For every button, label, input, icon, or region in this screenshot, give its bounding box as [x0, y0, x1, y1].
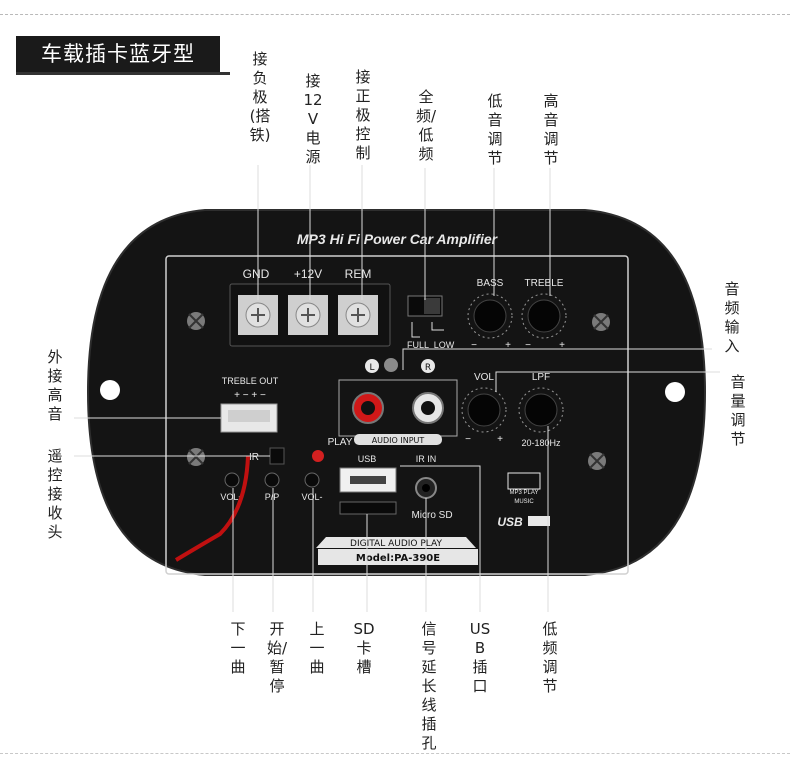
bass-label: BASS	[477, 278, 504, 289]
vol-minus: −	[465, 434, 471, 445]
vol-plus-button-label: VOL+	[220, 492, 243, 502]
label-volume: 音量调节	[730, 373, 746, 448]
label-bass: 低音调节	[487, 92, 503, 167]
music-label: MUSIC	[514, 499, 534, 505]
terminal-screw-icon	[295, 302, 321, 328]
inner-frame	[165, 255, 629, 575]
usb-port-label: USB	[358, 454, 377, 464]
label-usb: USB插口	[469, 620, 491, 695]
usb-logo: USB	[497, 515, 523, 529]
callout-lines	[74, 165, 720, 612]
top-dashed-rule	[0, 14, 790, 15]
treble-label: TREBLE	[525, 278, 564, 289]
volume-knob	[467, 393, 501, 427]
terminal-gnd-label: GND	[243, 267, 270, 281]
label-treble-out: 外接高音	[47, 348, 63, 423]
right-channel-label: R	[425, 363, 431, 373]
brand-text: MP3 Hi Fi Power Car Amplifier	[297, 231, 499, 247]
label-next: 下一曲	[230, 620, 246, 676]
label-gnd: 接负极(搭铁)	[249, 50, 271, 144]
vol-minus-button-label: VOL-	[301, 492, 322, 502]
bottom-dashed-rule	[0, 753, 790, 754]
page-title: 车载插卡蓝牙型	[16, 36, 220, 72]
left-channel-label: L	[369, 363, 374, 373]
lpf-knob	[524, 393, 558, 427]
lpf-range-label: 20-180Hz	[521, 438, 561, 448]
bass-minus: −	[471, 340, 477, 351]
terminal-screw-icon	[245, 302, 271, 328]
red-wire	[174, 455, 250, 562]
switch-low-label: LOW	[434, 340, 455, 350]
terminal-rem-label: REM	[345, 267, 372, 281]
screw-icon	[187, 448, 205, 466]
bass-knob	[473, 299, 507, 333]
bass-plus: +	[505, 340, 511, 351]
label-rem: 接正极控制	[355, 68, 371, 162]
mount-hole-icon	[100, 380, 120, 400]
sd-card-slot	[339, 501, 397, 515]
switch-full-label: FULL	[407, 340, 429, 350]
screw-icon	[588, 452, 606, 470]
screw-icon	[187, 312, 205, 330]
prev-track-button	[304, 472, 320, 488]
ir-in-label: IR IN	[416, 454, 437, 464]
screw-icon	[592, 313, 610, 331]
mp3-play-logo: MP3 PLAY	[510, 490, 539, 496]
treble-knob	[527, 299, 561, 333]
lpf-label: LPF	[532, 372, 550, 383]
label-lpf: 低频调节	[542, 620, 558, 695]
label-12v: 接12V电源	[303, 72, 323, 166]
label-ir-ext: 信号延长线插孔	[421, 620, 437, 752]
pp-button-label: P/P	[265, 492, 280, 502]
terminal-screw-icon	[345, 302, 371, 328]
title-underline	[16, 72, 230, 75]
amplifier-plate	[86, 209, 707, 576]
label-play-pause: 开始/暂停	[266, 620, 288, 695]
play-led-icon	[312, 450, 324, 462]
next-track-button	[224, 472, 240, 488]
digital-audio-play-label: DIGITAL AUDIO PLAY	[350, 539, 442, 549]
terminal-12v-label: +12V	[294, 267, 322, 281]
label-sd: SD卡槽	[353, 620, 375, 676]
label-audio-input: 音频输入	[724, 280, 740, 355]
play-label: PLAY	[328, 437, 353, 448]
play-pause-button	[264, 472, 280, 488]
model-plate	[318, 549, 478, 565]
treble-plus: +	[559, 340, 565, 351]
ir-label: IR	[249, 452, 259, 463]
mount-hole-icon	[665, 382, 685, 402]
screw-icon	[384, 358, 398, 372]
treble-out-label: TREBLE OUT	[222, 376, 279, 386]
label-full-low: 全频/低频	[415, 88, 437, 163]
micro-sd-label: Micro SD	[411, 510, 452, 521]
treble-minus: −	[525, 340, 531, 351]
vol-plus: +	[497, 434, 503, 445]
label-treble: 高音调节	[543, 92, 559, 167]
ir-receiver	[269, 447, 285, 465]
label-ir: 遥控接收头	[47, 447, 63, 541]
audio-input-label: AUDIO INPUT	[372, 436, 425, 445]
model-label: Model:PA-390E	[356, 553, 440, 564]
vol-label: VOL	[474, 372, 494, 383]
treble-out-pins: + − + −	[234, 390, 266, 401]
label-prev: 上一曲	[309, 620, 325, 676]
